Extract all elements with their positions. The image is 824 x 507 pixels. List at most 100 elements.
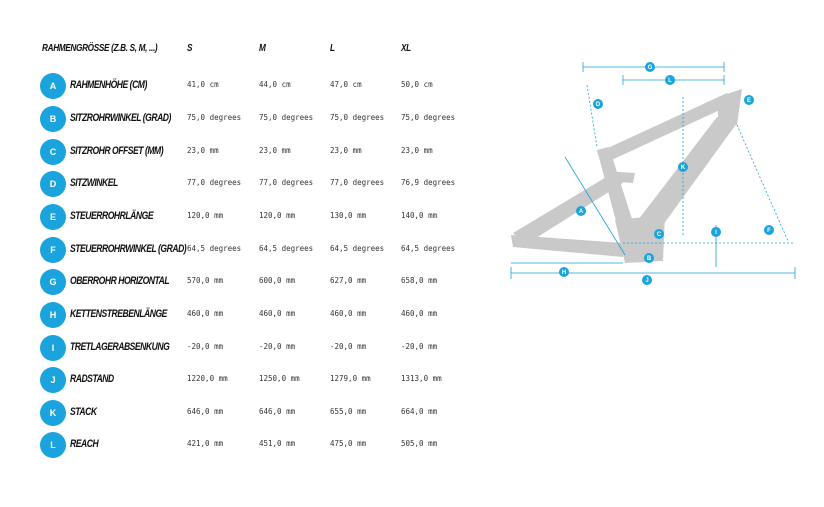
value-xl: 664,0 mm xyxy=(401,407,438,416)
marker-j-text: J xyxy=(645,278,648,284)
value-l: 130,0 mm xyxy=(330,211,367,220)
marker-a xyxy=(576,206,586,216)
dimension-markers: G L D E K A C B I F H J xyxy=(559,62,774,285)
value-s: 1220,0 mm xyxy=(187,374,228,383)
value-xl: 64,5 degrees xyxy=(401,244,456,253)
marker-c xyxy=(654,229,664,239)
table-row: H KETTENSTREBENLÄNGE 460,0 mm 460,0 mm 4… xyxy=(0,300,470,330)
table-header: RAHMENGRÖSSE (Z.B. S, M, ...) S M L XL xyxy=(0,38,470,64)
value-xl: 50,0 cm xyxy=(401,80,433,89)
marker-b xyxy=(644,253,654,263)
marker-k xyxy=(678,162,688,172)
value-l: 1279,0 mm xyxy=(330,374,371,383)
letter-badge: I xyxy=(40,335,66,361)
value-s: 64,5 degrees xyxy=(187,244,242,253)
letter-badge: F xyxy=(40,237,66,263)
letter-badge: L xyxy=(40,432,66,458)
value-l: 627,0 mm xyxy=(330,276,367,285)
marker-d-text: D xyxy=(596,102,601,108)
value-s: -20,0 mm xyxy=(187,342,224,351)
marker-c-text: C xyxy=(657,232,662,238)
bike-frame-icon xyxy=(511,89,742,263)
value-l: 75,0 degrees xyxy=(330,113,385,122)
value-l: 47,0 cm xyxy=(330,80,362,89)
marker-a-text: A xyxy=(579,209,584,215)
row-label: STEUERROHRWINKEL (GRAD) xyxy=(70,243,187,255)
row-label: REACH xyxy=(70,438,99,450)
value-s: 75,0 degrees xyxy=(187,113,242,122)
table-row: B SITZROHRWINKEL (GRAD) 75,0 degrees 75,… xyxy=(0,104,470,134)
marker-l-text: L xyxy=(668,78,672,84)
value-l: 460,0 mm xyxy=(330,309,367,318)
table-row: J RADSTAND 1220,0 mm 1250,0 mm 1279,0 mm… xyxy=(0,365,470,395)
value-s: 460,0 mm xyxy=(187,309,224,318)
value-s: 570,0 mm xyxy=(187,276,224,285)
header-size-m: M xyxy=(259,43,266,54)
table-row: L REACH 421,0 mm 451,0 mm 475,0 mm 505,0… xyxy=(0,430,470,460)
value-l: 23,0 mm xyxy=(330,146,362,155)
marker-l xyxy=(665,75,675,85)
value-m: 120,0 mm xyxy=(259,211,296,220)
value-s: 23,0 mm xyxy=(187,146,219,155)
value-l: 64,5 degrees xyxy=(330,244,385,253)
value-m: 600,0 mm xyxy=(259,276,296,285)
table-row: A RAHMENHÖHE (CM) 41,0 cm 44,0 cm 47,0 c… xyxy=(0,71,470,101)
value-m: 460,0 mm xyxy=(259,309,296,318)
letter-badge: J xyxy=(40,367,66,393)
value-s: 421,0 mm xyxy=(187,439,224,448)
value-m: 451,0 mm xyxy=(259,439,296,448)
value-s: 120,0 mm xyxy=(187,211,224,220)
table-row: D SITZWINKEL 77,0 degrees 77,0 degrees 7… xyxy=(0,169,470,199)
value-l: 655,0 mm xyxy=(330,407,367,416)
marker-e xyxy=(744,95,754,105)
value-xl: 505,0 mm xyxy=(401,439,438,448)
row-label: RADSTAND xyxy=(70,373,114,385)
value-m: 44,0 cm xyxy=(259,80,291,89)
marker-h-text: H xyxy=(562,270,566,276)
table-row: K STACK 646,0 mm 646,0 mm 655,0 mm 664,0… xyxy=(0,398,470,428)
letter-badge: G xyxy=(40,269,66,295)
frame-diagram-svg: G L D E K A C B I F H J xyxy=(510,62,796,285)
letter-badge: E xyxy=(40,204,66,230)
header-size-s: S xyxy=(187,43,193,54)
value-m: 64,5 degrees xyxy=(259,244,314,253)
header-frame-size-label: RAHMENGRÖSSE (Z.B. S, M, ...) xyxy=(42,43,158,54)
value-m: 75,0 degrees xyxy=(259,113,314,122)
value-xl: 76,9 degrees xyxy=(401,178,456,187)
marker-e-text: E xyxy=(747,98,751,104)
value-xl: 1313,0 mm xyxy=(401,374,442,383)
table-row: C SITZROHR OFFSET (MM) 23,0 mm 23,0 mm 2… xyxy=(0,137,470,167)
value-m: -20,0 mm xyxy=(259,342,296,351)
marker-j xyxy=(642,275,652,285)
geometry-table: RAHMENGRÖSSE (Z.B. S, M, ...) S M L XL A… xyxy=(0,38,470,460)
header-size-l: L xyxy=(330,43,335,54)
marker-f xyxy=(764,225,774,235)
value-xl: 460,0 mm xyxy=(401,309,438,318)
value-s: 646,0 mm xyxy=(187,407,224,416)
row-label: RAHMENHÖHE (CM) xyxy=(70,79,147,91)
marker-h xyxy=(559,267,569,277)
row-label: TRETLAGERABSENKUNG xyxy=(70,341,170,353)
letter-badge: A xyxy=(40,73,66,99)
table-row: F STEUERROHRWINKEL (GRAD) 64,5 degrees 6… xyxy=(0,235,470,265)
frame-geometry-diagram: G L D E K A C B I F H J xyxy=(505,55,805,295)
marker-g xyxy=(645,62,655,72)
table-row: I TRETLAGERABSENKUNG -20,0 mm -20,0 mm -… xyxy=(0,333,470,363)
marker-b-text: B xyxy=(647,256,652,262)
table-row: G OBERROHR HORIZONTAL 570,0 mm 600,0 mm … xyxy=(0,267,470,297)
value-m: 1250,0 mm xyxy=(259,374,300,383)
header-size-xl: XL xyxy=(401,43,411,54)
marker-f-text: F xyxy=(767,228,771,234)
marker-i xyxy=(711,227,721,237)
row-label: OBERROHR HORIZONTAL xyxy=(70,275,170,287)
value-xl: 75,0 degrees xyxy=(401,113,456,122)
value-l: 475,0 mm xyxy=(330,439,367,448)
value-xl: 140,0 mm xyxy=(401,211,438,220)
letter-badge: C xyxy=(40,139,66,165)
value-xl: -20,0 mm xyxy=(401,342,438,351)
value-xl: 658,0 mm xyxy=(401,276,438,285)
value-s: 41,0 cm xyxy=(187,80,219,89)
letter-badge: B xyxy=(40,106,66,132)
table-row: E STEUERROHRLÄNGE 120,0 mm 120,0 mm 130,… xyxy=(0,202,470,232)
row-label: SITZWINKEL xyxy=(70,177,118,189)
